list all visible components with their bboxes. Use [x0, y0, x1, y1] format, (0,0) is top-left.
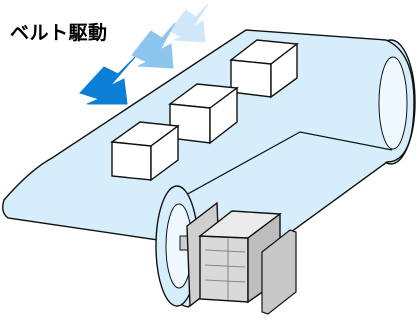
direction-arrow-icon	[79, 56, 136, 105]
box-icon	[229, 39, 299, 99]
boxes	[110, 39, 299, 182]
motor-icon	[179, 201, 297, 315]
direction-arrow-icon	[169, 3, 209, 43]
back-roller-inner	[378, 56, 408, 150]
diagram-title: ベルト駆動	[10, 22, 108, 44]
box-icon	[168, 83, 239, 145]
motor-front	[199, 235, 249, 303]
direction-arrow-icon	[131, 22, 176, 69]
box-icon	[110, 121, 180, 182]
conveyor-belt	[1, 29, 416, 308]
direction-arrows	[79, 3, 209, 105]
motor-back-cap	[261, 229, 297, 315]
